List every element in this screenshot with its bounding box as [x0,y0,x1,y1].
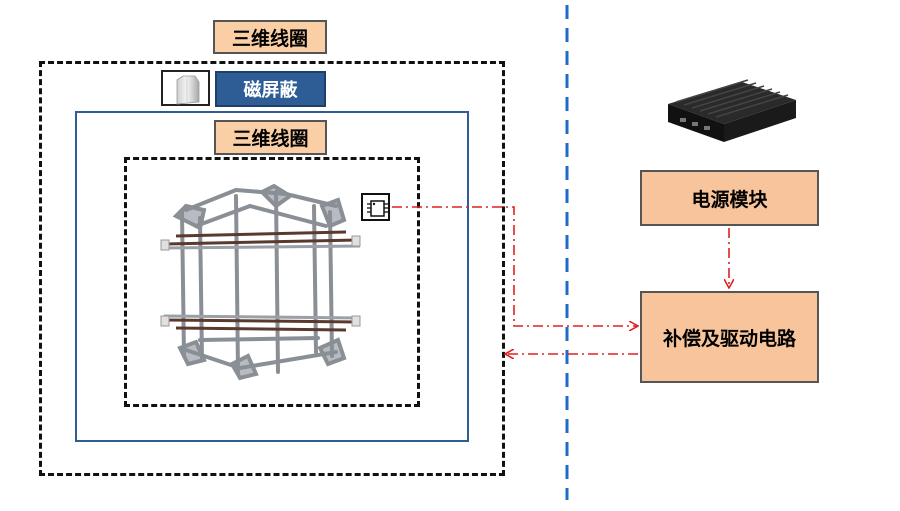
magnetic-shield-boundary [75,111,469,442]
power-module-box: 电源模块 [640,170,819,226]
shield-material-icon [161,70,210,106]
chip-sensor-icon [361,193,390,221]
outer-coil-label: 三维线圈 [213,20,327,54]
inner-coil-boundary [124,157,420,407]
magnetic-shield-label: 磁屏蔽 [215,71,326,107]
compensation-driver-circuit-box: 补偿及驱动电路 [640,291,819,383]
inner-coil-label: 三维线圈 [214,120,327,155]
outer-coil-boundary [39,61,505,476]
